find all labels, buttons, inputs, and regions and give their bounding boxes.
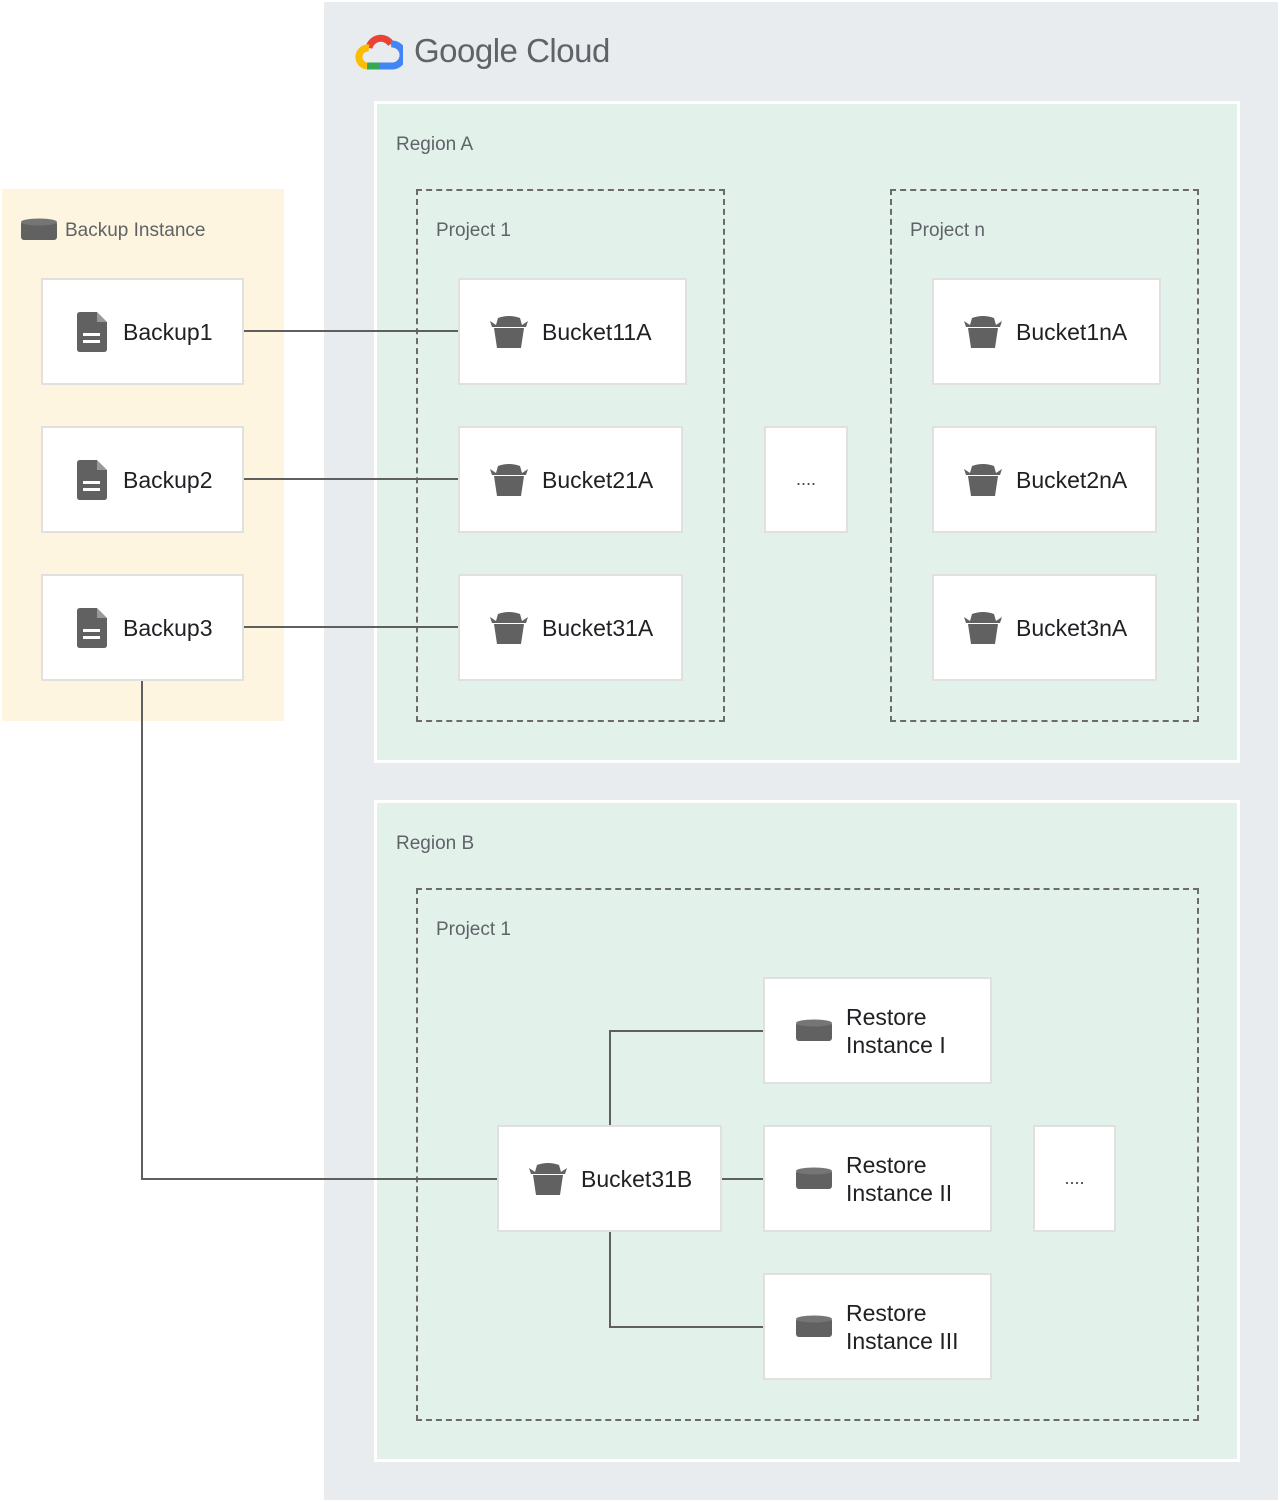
database-icon — [796, 1019, 832, 1041]
google-cloud-wordmark: Google Cloud — [414, 32, 610, 69]
node-label: Bucket31B — [581, 1165, 693, 1192]
project-label: Project 1 — [436, 919, 511, 940]
more-projects-ellipsis: .... — [764, 426, 848, 533]
database-icon — [796, 1315, 832, 1337]
project-label: Project n — [910, 220, 985, 241]
node-label: Backup2 — [123, 466, 213, 493]
bucket2na-node[interactable]: Bucket2nA — [932, 426, 1157, 533]
node-label: Bucket2nA — [1016, 466, 1128, 493]
node-label: Bucket31A — [542, 614, 654, 641]
node-label: Restore — [846, 1151, 927, 1178]
backup3-node[interactable]: Backup3 — [41, 574, 244, 681]
google-cloud-logo-icon — [355, 34, 403, 70]
node-label: Restore — [846, 1299, 927, 1326]
bucket11a-node[interactable]: Bucket11A — [458, 278, 687, 385]
region-a-project-n — [890, 189, 1199, 722]
node-label: Restore — [846, 1003, 927, 1030]
node-label: Backup1 — [123, 318, 213, 345]
database-icon — [21, 218, 57, 240]
node-label: Instance I — [846, 1031, 946, 1058]
node-label: Bucket1nA — [1016, 318, 1128, 345]
document-icon — [77, 607, 107, 648]
bucket-icon — [964, 463, 1002, 496]
bucket-icon — [490, 611, 528, 644]
bucket-icon — [490, 463, 528, 496]
bucket3na-node[interactable]: Bucket3nA — [932, 574, 1157, 681]
more-restores-ellipsis: .... — [1033, 1125, 1116, 1232]
node-label: Bucket11A — [542, 318, 652, 345]
document-icon — [77, 311, 107, 352]
node-label: Instance III — [846, 1327, 959, 1354]
region-a-label: Region A — [396, 134, 474, 155]
bucket-icon — [964, 315, 1002, 348]
region-b-label: Region B — [396, 833, 475, 854]
backup-instance-label: Backup Instance — [65, 220, 206, 241]
database-icon — [796, 1167, 832, 1189]
node-label: Instance II — [846, 1179, 953, 1206]
bucket-icon — [964, 611, 1002, 644]
bucket-icon — [490, 315, 528, 348]
bucket31b-node[interactable]: Bucket31B — [497, 1125, 722, 1232]
backup2-node[interactable]: Backup2 — [41, 426, 244, 533]
bucket1na-node[interactable]: Bucket1nA — [932, 278, 1161, 385]
bucket-icon — [529, 1162, 567, 1195]
node-label: Bucket21A — [542, 466, 654, 493]
document-icon — [77, 459, 107, 500]
region-a-project-1 — [416, 189, 725, 722]
bucket21a-node[interactable]: Bucket21A — [458, 426, 683, 533]
project-label: Project 1 — [436, 220, 511, 241]
node-label: Backup3 — [123, 614, 213, 641]
backup1-node[interactable]: Backup1 — [41, 278, 244, 385]
node-label: Bucket3nA — [1016, 614, 1128, 641]
bucket31a-node[interactable]: Bucket31A — [458, 574, 683, 681]
